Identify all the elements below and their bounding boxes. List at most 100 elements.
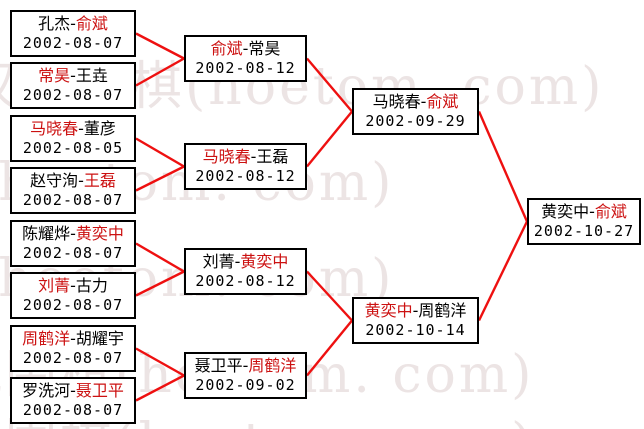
- player-name: 周鹤洋: [22, 329, 71, 348]
- match-players: 刘菁-古力: [12, 276, 134, 296]
- connector-line: [306, 110, 353, 168]
- player-separator: -: [78, 171, 84, 190]
- connector-line: [477, 220, 529, 322]
- connector-line: [306, 270, 353, 322]
- player-name: 马晓春: [372, 92, 421, 111]
- player-name: 黄奕中: [75, 224, 124, 243]
- player-name: 王垚: [75, 66, 108, 85]
- match-box: 罗洗河-聂卫平 2002-08-07: [10, 377, 136, 424]
- player-name: 常昊: [38, 66, 71, 85]
- match-date: 2002-08-07: [22, 34, 124, 52]
- player-separator: -: [242, 356, 249, 375]
- player-separator: -: [70, 276, 76, 295]
- connector-line: [135, 57, 185, 87]
- player-name: 周鹤洋: [418, 301, 467, 320]
- player-separator: -: [70, 329, 76, 348]
- connector-line: [135, 347, 185, 377]
- match-date: 2002-10-14: [365, 321, 466, 339]
- match-players: 马晓春-王磊: [186, 147, 305, 167]
- match-date: 2002-08-07: [22, 191, 124, 209]
- connector-line: [135, 242, 185, 273]
- player-separator: -: [412, 301, 419, 320]
- match-players: 聂卫平-周鹤洋: [186, 356, 305, 376]
- connector-line: [477, 111, 529, 222]
- connector-line: [135, 270, 185, 297]
- match-date: 2002-08-07: [22, 244, 124, 262]
- player-separator: -: [70, 381, 76, 400]
- player-name: 赵守洵: [30, 171, 79, 190]
- match-date: 2002-10-27: [533, 222, 635, 240]
- match-box: 马晓春-俞斌 2002-09-29: [352, 88, 479, 135]
- player-name: 马晓春: [30, 119, 79, 138]
- player-name: 陈耀烨: [22, 224, 71, 243]
- match-box: 俞斌-常昊 2002-08-12: [184, 35, 307, 82]
- match-box: 刘菁-古力 2002-08-07: [10, 272, 136, 319]
- player-name: 聂卫平: [194, 356, 243, 375]
- player-separator: -: [234, 252, 241, 271]
- match-box: 孔杰-俞斌 2002-08-07: [10, 10, 136, 57]
- player-name: 周鹤洋: [248, 356, 297, 375]
- player-name: 王磊: [83, 171, 116, 190]
- player-name: 聂卫平: [75, 381, 124, 400]
- match-players: 赵守洵-王磊: [12, 171, 134, 191]
- match-date: 2002-08-12: [195, 272, 296, 290]
- player-name: 胡耀宇: [75, 329, 124, 348]
- player-name: 王磊: [256, 147, 289, 166]
- player-name: 刘菁: [202, 252, 235, 271]
- player-separator: -: [420, 92, 427, 111]
- match-date: 2002-09-29: [365, 112, 466, 130]
- match-date: 2002-08-12: [195, 59, 296, 77]
- match-players: 常昊-王垚: [12, 66, 134, 86]
- match-box: 陈耀烨-黄奕中 2002-08-07: [10, 220, 136, 267]
- match-players: 黄奕中-俞斌: [529, 202, 639, 222]
- match-date: 2002-08-07: [22, 86, 124, 104]
- match-players: 孔杰-俞斌: [12, 14, 134, 34]
- match-box: 赵守洵-王磊 2002-08-07: [10, 167, 136, 214]
- match-players: 黄奕中-周鹤洋: [354, 301, 477, 321]
- match-players: 刘菁-黄奕中: [186, 252, 305, 272]
- match-date: 2002-08-07: [22, 296, 124, 314]
- player-separator: -: [250, 147, 257, 166]
- player-name: 罗洗河: [22, 381, 71, 400]
- match-box: 刘菁-黄奕中 2002-08-12: [184, 248, 307, 295]
- player-separator: -: [589, 202, 595, 221]
- match-box: 黄奕中-周鹤洋 2002-10-14: [352, 297, 479, 344]
- player-separator: -: [70, 66, 76, 85]
- player-name: 董彦: [83, 119, 116, 138]
- connector-line: [306, 57, 353, 113]
- match-box: 聂卫平-周鹤洋 2002-09-02: [184, 352, 307, 399]
- player-name: 古力: [75, 276, 108, 295]
- player-name: 黄奕中: [364, 301, 413, 320]
- match-box: 马晓春-王磊 2002-08-12: [184, 143, 307, 190]
- match-date: 2002-08-07: [22, 349, 124, 367]
- connector-line: [135, 165, 185, 192]
- match-box: 马晓春-董彦 2002-08-05: [10, 115, 136, 162]
- player-separator: -: [70, 14, 76, 33]
- player-name: 俞斌: [594, 202, 627, 221]
- player-separator: -: [70, 224, 76, 243]
- player-separator: -: [242, 39, 249, 58]
- player-separator: -: [78, 119, 84, 138]
- match-box: 黄奕中-俞斌 2002-10-27: [527, 198, 641, 245]
- player-name: 刘菁: [38, 276, 71, 295]
- player-name: 俞斌: [210, 39, 243, 58]
- match-players: 陈耀烨-黄奕中: [12, 224, 134, 244]
- match-box: 常昊-王垚 2002-08-07: [10, 62, 136, 109]
- player-name: 常昊: [248, 39, 281, 58]
- match-date: 2002-08-05: [22, 139, 124, 157]
- player-name: 俞斌: [426, 92, 459, 111]
- match-players: 罗洗河-聂卫平: [12, 381, 134, 401]
- connector-line: [135, 374, 185, 402]
- connector-line: [135, 32, 185, 60]
- match-players: 周鹤洋-胡耀宇: [12, 329, 134, 349]
- player-name: 黄奕中: [240, 252, 289, 271]
- match-players: 马晓春-董彦: [12, 119, 134, 139]
- match-date: 2002-08-07: [22, 401, 124, 419]
- player-name: 黄奕中: [541, 202, 590, 221]
- match-date: 2002-09-02: [195, 376, 296, 394]
- player-name: 孔杰: [38, 14, 71, 33]
- match-date: 2002-08-12: [195, 167, 296, 185]
- connector-line: [135, 137, 185, 168]
